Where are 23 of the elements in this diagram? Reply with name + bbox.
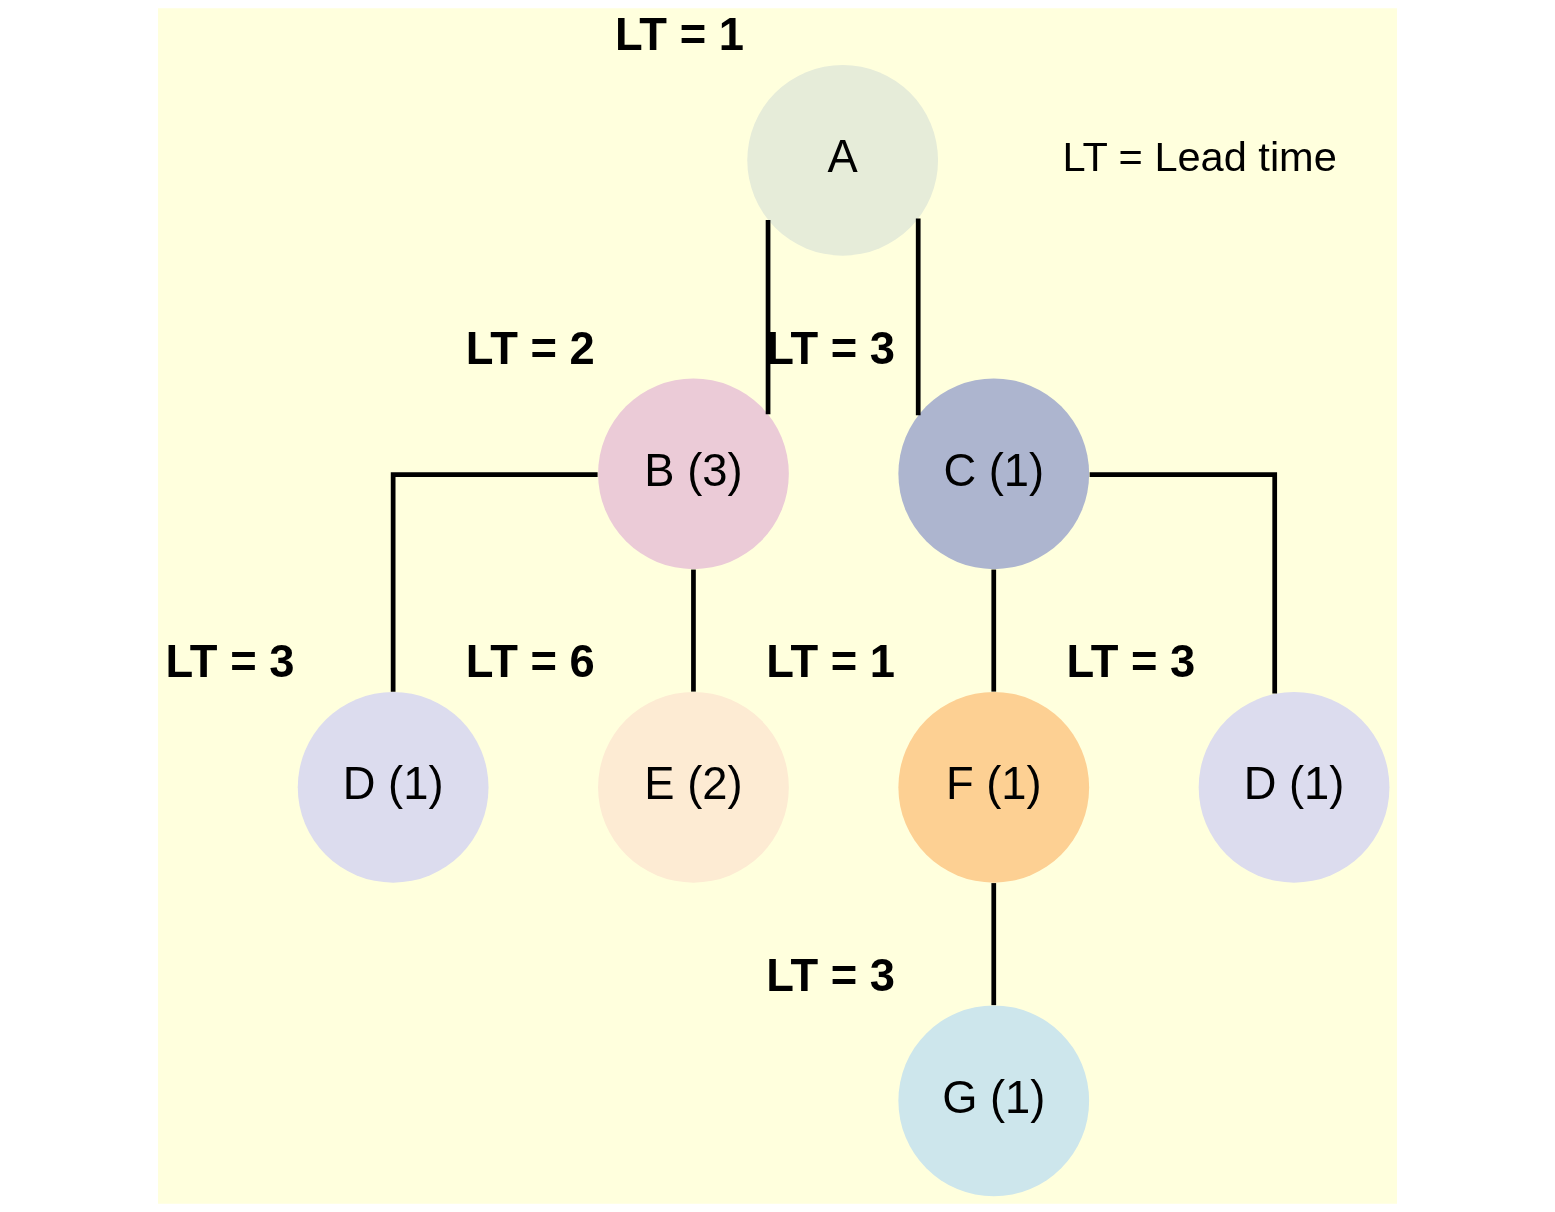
node-circle: E (2): [598, 691, 789, 883]
node-label: LT = 3: [1066, 636, 1196, 688]
node-circle: C (1): [898, 378, 1090, 570]
connector: [390, 472, 598, 692]
connector: [991, 883, 997, 1006]
node-circle: D (1): [297, 691, 489, 883]
node-circle: G (1): [898, 1005, 1090, 1197]
node-circle: B (3): [598, 378, 789, 570]
node-circle: D (1): [1198, 691, 1390, 883]
connector: [915, 218, 921, 416]
connector: [1089, 472, 1278, 694]
node-label: LT = 6: [465, 636, 595, 688]
node-circle: F (1): [898, 691, 1090, 883]
connector: [691, 569, 696, 692]
node-label: LT = 1: [766, 636, 896, 688]
node-label: LT = 3: [766, 949, 896, 1001]
node-circle: A: [747, 64, 939, 256]
label: LT = Lead time: [1062, 132, 1337, 180]
node-label: LT = 2: [465, 322, 595, 374]
connector: [765, 219, 771, 415]
connector: [991, 569, 997, 692]
node-label: LT = 1: [615, 9, 744, 61]
node-label: LT = 3: [165, 636, 295, 688]
